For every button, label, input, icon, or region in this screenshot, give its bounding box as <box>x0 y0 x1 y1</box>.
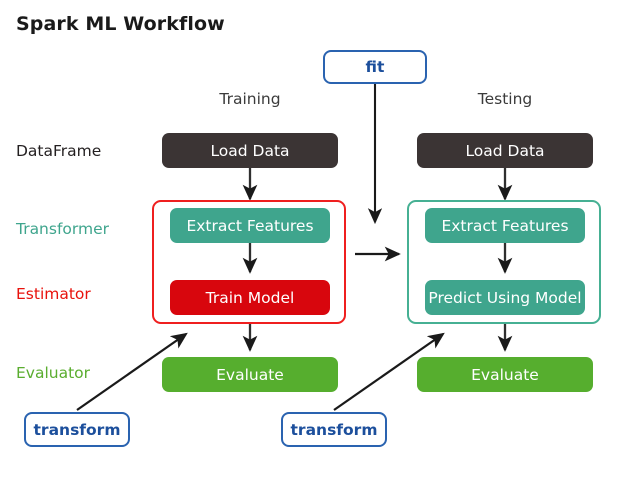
row-label-estimator: Estimator <box>16 285 91 303</box>
node-testing-extract-features[interactable]: Extract Features <box>425 208 585 243</box>
node-training-extract-features[interactable]: Extract Features <box>170 208 330 243</box>
api-box-transform-testing[interactable]: transform <box>281 412 387 447</box>
api-box-fit[interactable]: fit <box>323 50 427 84</box>
node-training-load-data[interactable]: Load Data <box>162 133 338 168</box>
pipeline-group-training <box>152 200 346 324</box>
column-header-training: Training <box>219 90 281 108</box>
row-label-dataframe: DataFrame <box>16 142 102 160</box>
node-testing-predict-using-model[interactable]: Predict Using Model <box>425 280 585 315</box>
node-training-train-model[interactable]: Train Model <box>170 280 330 315</box>
page-title: Spark ML Workflow <box>16 13 225 35</box>
row-label-transformer: Transformer <box>16 220 110 238</box>
node-testing-load-data[interactable]: Load Data <box>417 133 593 168</box>
pipeline-group-testing <box>407 200 601 324</box>
column-header-testing: Testing <box>477 90 533 108</box>
node-training-evaluate[interactable]: Evaluate <box>162 357 338 392</box>
node-testing-evaluate[interactable]: Evaluate <box>417 357 593 392</box>
row-label-evaluator: Evaluator <box>16 364 91 382</box>
api-box-transform-training[interactable]: transform <box>24 412 130 447</box>
